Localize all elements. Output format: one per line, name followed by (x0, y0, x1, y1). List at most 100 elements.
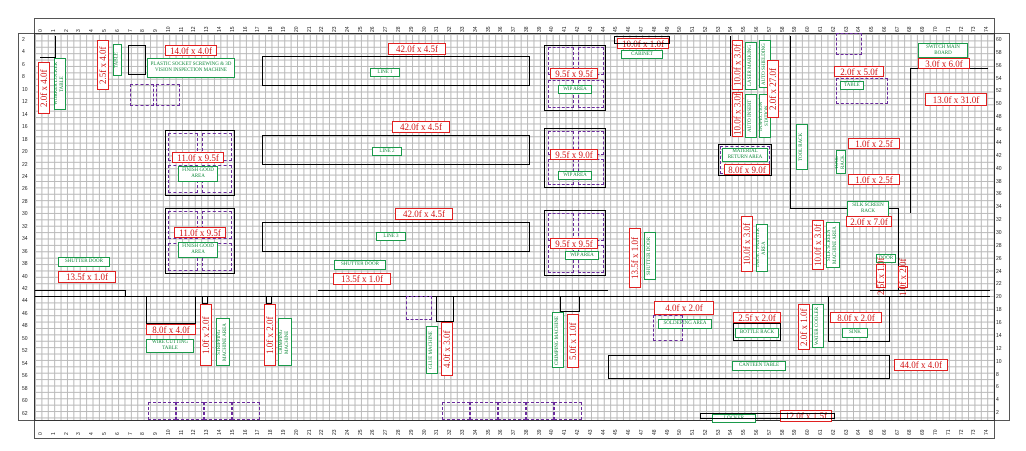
auto-insert-label: AUTO INSERT (745, 94, 757, 138)
table-left-label: TABLE (113, 44, 122, 76)
ruler-tick: 36 (996, 191, 1002, 198)
ruler-tick: 55 (741, 26, 748, 32)
ruler-tick: 27 (383, 429, 390, 435)
ruler-tick: 13 (204, 26, 211, 32)
ruler-tick: 14 (217, 429, 223, 435)
ruler-tick: 27 (383, 26, 390, 32)
ruler-tick: 46 (626, 429, 633, 435)
ruler-tick: 8 (140, 432, 147, 435)
ruler-tick: 73 (971, 429, 978, 435)
ruler-tick: 28 (22, 198, 28, 205)
ruler-tick: 7 (127, 29, 134, 32)
ruler-tick: 49 (664, 26, 671, 32)
ruler-tick: 60 (996, 37, 1002, 43)
ruler-tick: 22 (22, 161, 28, 168)
shutter-door-v-dim: 13.5f x 1.0f (629, 228, 641, 288)
bottle-rack-dim: 2.5f x 2.0f (733, 312, 781, 323)
ruler-tick: 30 (22, 211, 28, 218)
stripping-machine-label: STRIPPING MACHINE AREA (216, 318, 230, 366)
ruler-tick: 54 (996, 75, 1002, 82)
machine-dim: 14.0f x 4.0f (165, 45, 217, 56)
ruler-tick: 32 (447, 429, 454, 435)
ruler-tick: 44 (996, 139, 1002, 146)
ruler-tick: 39 (536, 26, 543, 32)
ruler-tick: 58 (22, 385, 28, 392)
ruler-tick: 41 (562, 429, 569, 435)
wip-1-label: WIP AREA (558, 85, 592, 94)
canteen-table-block (608, 355, 890, 379)
line-3-block (262, 222, 530, 252)
pallet-bottom (176, 402, 204, 420)
ruler-tick: 14 (217, 26, 223, 32)
ruler-tick: 5 (101, 432, 108, 435)
ruler-tick: 10 (22, 86, 28, 93)
ruler-tick: 52 (702, 26, 709, 32)
ruler-tick: 25 (357, 429, 364, 435)
ruler-tick: 41 (562, 26, 569, 32)
ruler-tick: 35 (485, 429, 492, 435)
corridor-wall-top (125, 290, 126, 296)
material-return-block (718, 144, 772, 176)
machine-post (266, 296, 272, 304)
ruler-tick: 43 (587, 429, 594, 435)
ruler-tick: 40 (549, 26, 556, 32)
ruler-tick: 46 (22, 310, 28, 317)
ruler-tick: 26 (996, 255, 1002, 262)
ruler-tick: 45 (613, 26, 620, 32)
ruler-tick: 63 (843, 429, 850, 435)
ruler-tick: 52 (22, 348, 28, 355)
ruler-tick: 19 (280, 429, 287, 435)
ruler-tick: 38 (523, 429, 530, 435)
ruler-tick: 51 (690, 26, 697, 32)
plastic-socket-machine-label: PLASTIC SOCKET SCREWING & 3D VISION INSP… (147, 58, 235, 78)
wip-1-block (544, 45, 606, 111)
finish-good-2-pallet (168, 211, 198, 239)
ruler-tick: 63 (843, 26, 850, 32)
ruler-tick: 66 (881, 429, 888, 435)
door-dim: 2.5f x 1.0f (876, 257, 886, 295)
ruler-tick: 69 (920, 26, 927, 32)
ruler-tick: 71 (945, 26, 952, 32)
wip-3-dim: 9.5f x 9.5f (550, 238, 598, 249)
ruler-tick: 21 (306, 26, 313, 32)
ruler-tick: 1 (50, 432, 57, 435)
line-3-dim: 42.0f x 4.5f (395, 208, 453, 220)
ruler-tick: 16 (996, 320, 1002, 327)
ruler-tick: 18 (22, 136, 28, 143)
ruler-tick: 64 (856, 429, 863, 435)
laser-marking-label: LASER MARKING (745, 42, 757, 90)
glue-machine-label: GLUE MACHINE (426, 326, 438, 374)
silk-screen-machine-dim: 10.0f x 3.0f (812, 220, 824, 270)
ruler-tick: 56 (22, 373, 28, 380)
ruler-tick: 11 (178, 26, 185, 32)
wip-1-pallet (548, 80, 574, 108)
locker-block (700, 413, 835, 419)
machine-block (128, 45, 146, 75)
crimping-2-block (560, 296, 580, 312)
ruler-tick: 51 (690, 429, 697, 435)
switch-board-dim: 3.0f x 6.0f (918, 58, 970, 69)
ruler-tick: 15 (229, 429, 236, 435)
pallet-bottom (526, 402, 554, 420)
right-wall (910, 68, 911, 213)
ruler-tick: 33 (459, 26, 466, 32)
ruler-tick: 42 (996, 152, 1002, 159)
ruler-tick: 56 (754, 26, 761, 32)
line-2-block (262, 135, 530, 165)
ruler-tick: 48 (22, 323, 28, 330)
pallet-bottom (232, 402, 260, 420)
table-dim: 2.5f x 4.0f (97, 40, 109, 90)
crimping-2-dim: 5.0f x 1.0f (567, 314, 579, 368)
ruler-tick: 16 (242, 429, 249, 435)
ruler-tick: 43 (587, 26, 594, 32)
ruler-tick: 36 (498, 429, 505, 435)
cabinet-block (614, 36, 670, 44)
right-wall (898, 208, 899, 290)
ruler-tick: 59 (792, 429, 799, 435)
finish-good-1-dim: 11.0f x 9.5f (172, 152, 224, 163)
line-3-label: LINE 3 (376, 232, 406, 241)
room-wall (790, 208, 824, 209)
door-label: DOOR (876, 254, 896, 263)
ruler-tick: 58 (779, 429, 786, 435)
ruler-tick: 58 (996, 49, 1002, 56)
